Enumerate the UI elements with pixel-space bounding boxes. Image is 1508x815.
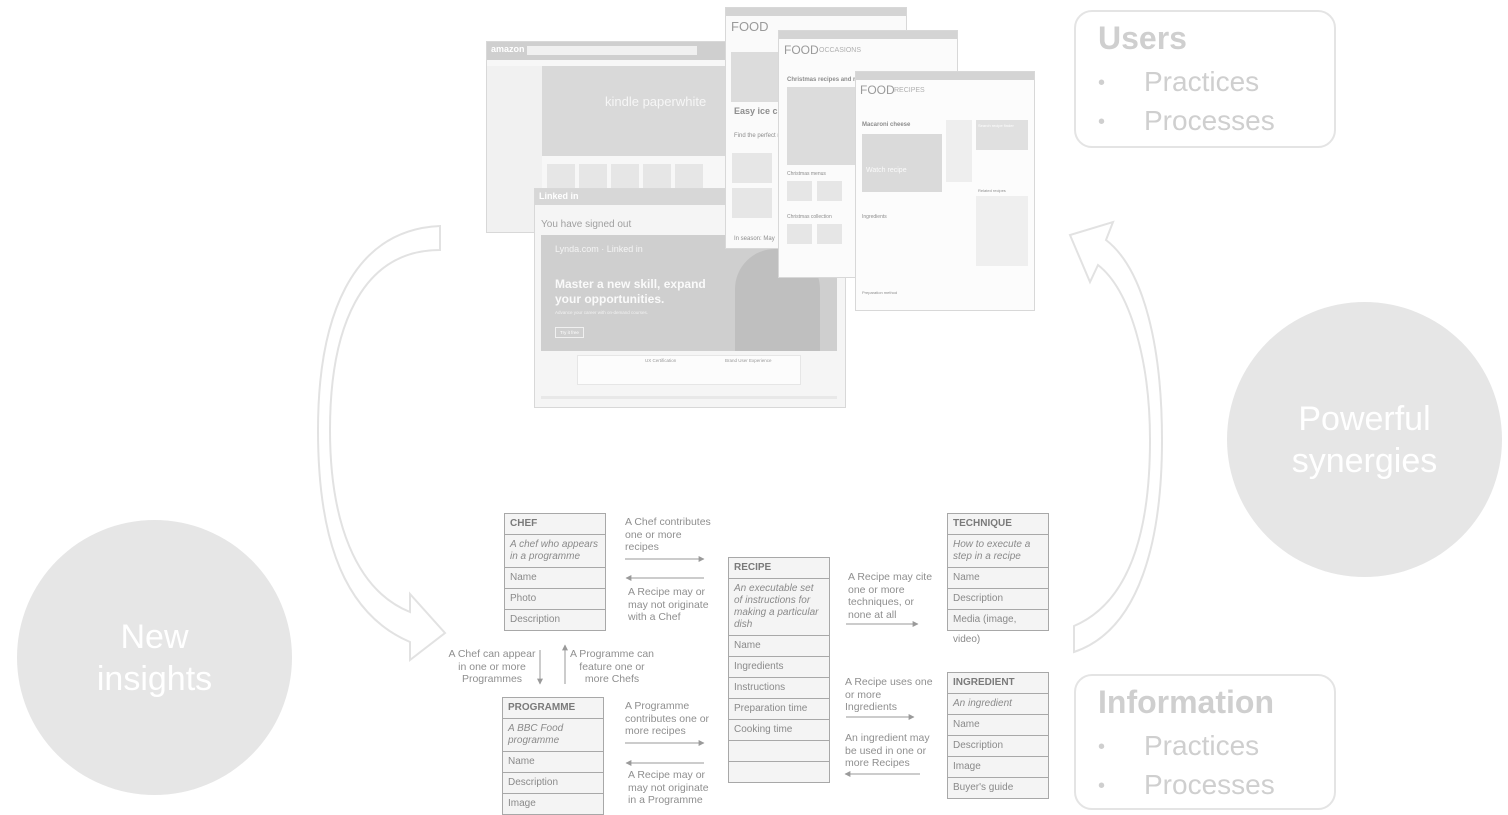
ingredient-entity: INGREDIENT An ingredient Name Descriptio… (947, 672, 1049, 799)
programme-entity: PROGRAMME A BBC Food programme Name Desc… (502, 697, 604, 815)
ingredients-heading: Ingredients (862, 214, 887, 220)
entity-field: Name (948, 715, 1048, 736)
entity-field: Description (503, 773, 603, 794)
recipe-to-chef-label: A Recipe may or may not originate with a… (628, 586, 709, 623)
christmas-headline: Christmas recipes and menus (787, 77, 873, 83)
bbc-food-title-3: FOOD (860, 83, 895, 97)
christmas-menus: Christmas menus (787, 171, 826, 177)
powerful-synergies-label: Powerful synergies (1291, 399, 1438, 480)
entity-field: Instructions (729, 678, 829, 699)
bullet-icon: • (1098, 111, 1106, 134)
entity-field: Buyer's guide (948, 778, 1048, 798)
bullet-icon: • (1098, 736, 1106, 759)
signed-out-text: You have signed out (541, 219, 632, 230)
entity-field: Name (948, 568, 1048, 589)
entity-field: Description (948, 736, 1048, 757)
bullet-icon: • (1098, 72, 1106, 95)
users-item: • Practices (1098, 62, 1275, 101)
entity-field: Description (505, 610, 605, 630)
entity-name: INGREDIENT (948, 673, 1048, 694)
bullet-icon: • (1098, 775, 1106, 798)
in-season-text: In season: May (734, 236, 775, 242)
entity-field: Photo (505, 589, 605, 610)
users-box: Users • Practices • Processes (1074, 10, 1336, 148)
entity-name: TECHNIQUE (948, 514, 1048, 535)
ingredient-to-recipe-label: An ingredient may be used in one or more… (845, 732, 930, 769)
entity-field: Cooking time (729, 720, 829, 741)
information-list: • Practices • Processes (1098, 726, 1275, 804)
entity-field: Description (948, 589, 1048, 610)
entity-name: CHEF (505, 514, 605, 535)
bbc-food-section-3: RECIPES (894, 87, 925, 94)
users-list: • Practices • Processes (1098, 62, 1275, 140)
ux-certification: UX Certification (645, 358, 677, 363)
information-item-label: Practices (1144, 730, 1260, 761)
information-item: • Practices (1098, 726, 1275, 765)
powerful-synergies-circle: Powerful synergies (1227, 302, 1502, 577)
chef-to-programme-label: A Chef can appear in one or more Program… (448, 648, 536, 685)
lynda-headline-1: Master a new skill, expand (555, 277, 706, 291)
information-title: Information (1098, 684, 1274, 720)
lynda-brand: Lynda.com · Linked in (555, 244, 643, 254)
kindle-banner: kindle paperwhite (605, 94, 707, 109)
information-item: • Processes (1098, 765, 1275, 804)
related-heading: Related recipes (978, 188, 1006, 193)
new-insights-label: New insights (96, 617, 213, 698)
bbc-food-title-1: FOOD (731, 19, 769, 34)
entity-field: Name (503, 752, 603, 773)
entity-field-empty (729, 762, 829, 782)
ice-cream-headline: Easy ice cream (734, 106, 800, 116)
bbc-food-title-2: FOOD (784, 43, 819, 57)
entity-name: PROGRAMME (503, 698, 603, 719)
bbc-food-section-2: OCCASIONS (819, 47, 862, 54)
entity-description: A chef who appears in a programme (505, 535, 605, 568)
recipe-to-programme-label: A Recipe may or may not originate in a P… (628, 769, 709, 806)
left-curved-arrow (316, 224, 447, 663)
chef-entity: CHEF A chef who appears in a programme N… (504, 513, 606, 631)
users-title: Users (1098, 20, 1187, 56)
programme-to-recipe-label: A Programme contributes one or more reci… (625, 700, 710, 737)
lynda-headline-2: your opportunities. (555, 292, 665, 306)
entity-field: Ingredients (729, 657, 829, 678)
entity-name: RECIPE (729, 558, 829, 579)
bbc-food-screenshot-3: FOOD RECIPES Macaroni cheese Watch recip… (855, 71, 1035, 311)
method-heading: Preparation method (862, 290, 898, 295)
new-insights-circle: New insights (17, 520, 292, 795)
users-item-label: Practices (1144, 66, 1260, 97)
christmas-collection: Christmas collection (787, 214, 832, 220)
recipe-finder: Search recipe finder (978, 123, 1014, 128)
entity-field-empty (729, 741, 829, 762)
recipe-to-technique-label: A Recipe may cite one or more techniques… (848, 571, 933, 621)
programme-to-chef-label: A Programme can feature one or more Chef… (569, 648, 655, 685)
entity-description: An executable set of instructions for ma… (729, 579, 829, 636)
amazon-logo: amazon (491, 44, 525, 54)
entity-description: An ingredient (948, 694, 1048, 715)
amazon-screenshot: amazon kindle paperwhite (486, 41, 736, 233)
linkedin-logo: Linked in (539, 191, 579, 201)
entity-field: Image (948, 757, 1048, 778)
users-item-label: Processes (1144, 105, 1275, 136)
macaroni-headline: Macaroni cheese (862, 122, 911, 128)
information-item-label: Processes (1144, 769, 1275, 800)
watch-recipe: Watch recipe (866, 167, 907, 174)
brand-ux: Brand User Experience (725, 358, 772, 363)
recipe-video (862, 134, 942, 192)
lynda-subline: Advance your career with on-demand cours… (555, 310, 649, 315)
users-item: • Processes (1098, 101, 1275, 140)
right-curved-arrow (1068, 220, 1164, 654)
entity-description: How to execute a step in a recipe (948, 535, 1048, 568)
recipe-entity: RECIPE An executable set of instructions… (728, 557, 830, 783)
try-free-button[interactable]: Try it free (555, 327, 584, 338)
entity-description: A BBC Food programme (503, 719, 603, 752)
chef-to-recipe-label: A Chef contributes one or more recipes (625, 516, 711, 553)
entity-field: Name (729, 636, 829, 657)
entity-field: Name (505, 568, 605, 589)
entity-field: Preparation time (729, 699, 829, 720)
entity-field: Media (image, video) (948, 610, 1048, 645)
recipe-to-ingredient-label: A Recipe uses one or more Ingredients (845, 676, 933, 713)
find-recipe-text: Find the perfect rec (734, 133, 786, 139)
technique-entity: TECHNIQUE How to execute a step in a rec… (947, 513, 1049, 645)
